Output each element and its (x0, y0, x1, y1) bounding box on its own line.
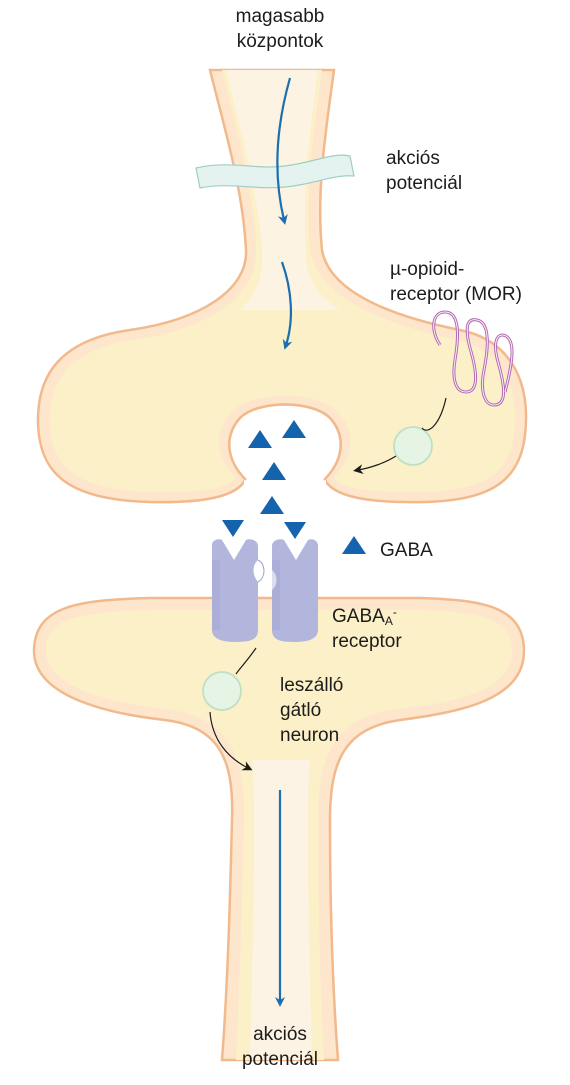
presynaptic-axon-core (226, 70, 340, 310)
mor-signal-arrow (421, 397, 447, 431)
label-mor: µ-opioid- receptor (MOR) (390, 259, 522, 305)
incoming-signal-arrow-2 (280, 261, 293, 350)
action-potential-band (195, 154, 355, 189)
gaba-triangle-icon (282, 420, 306, 438)
label-gaba: GABA (380, 540, 433, 561)
label-higher-centers: magasabb központok (235, 6, 325, 52)
gaba-triangle-icon (262, 462, 286, 480)
presynaptic-terminal (36, 68, 528, 510)
label-neuron: leszálló gátló neuron (280, 675, 344, 746)
neuron-vesicle-icon (202, 671, 242, 711)
gaba-molecules (222, 420, 366, 554)
incoming-signal-arrow-1 (276, 77, 292, 225)
label-action-potential-bottom: akciós potenciál (241, 1024, 319, 1070)
release-pocket (229, 404, 341, 510)
gaba-triangle-icon (284, 522, 306, 539)
mor-receptor-icon (432, 310, 514, 407)
label-gaba-a-receptor: GABAA- receptor (332, 605, 402, 652)
mor-inhibit-arrow (353, 455, 397, 475)
mor-vesicle-icon (393, 426, 433, 466)
label-action-potential-top: akciós potenciál (386, 148, 463, 194)
gaba-a-receptor-icon (212, 539, 318, 642)
gaba-triangle-icon (260, 496, 284, 514)
receptor-signal-arrow (235, 647, 257, 675)
gaba-triangle-icon (248, 430, 272, 448)
release-pocket-rim (228, 403, 342, 481)
gaba-legend-triangle-icon (342, 536, 366, 554)
neuron-inhibit-arrow (209, 711, 253, 771)
gaba-triangle-icon (222, 520, 244, 537)
